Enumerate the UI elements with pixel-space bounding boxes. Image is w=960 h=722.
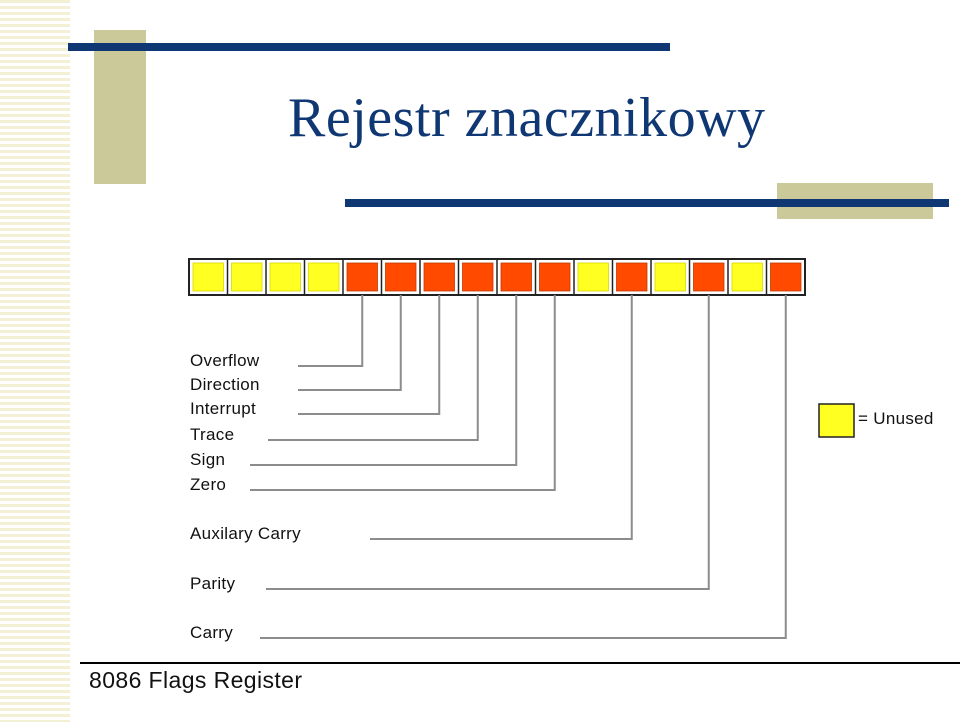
deco-line-top <box>68 43 670 51</box>
bit-cell-used <box>462 262 494 292</box>
bit-cell-unused <box>231 262 263 292</box>
bit-cell-unused <box>269 262 301 292</box>
bit-cell-used <box>423 262 455 292</box>
bit-cell-unused <box>192 262 224 292</box>
flag-label-overflow: Overflow <box>190 351 260 370</box>
bit-cell-used <box>346 262 378 292</box>
bit-cell-unused <box>654 262 686 292</box>
bit-cell-unused <box>731 262 763 292</box>
bit-cell-used <box>616 262 648 292</box>
deco-block-top-left <box>94 30 146 184</box>
flag-label-carry: Carry <box>190 623 233 642</box>
flag-label-parity: Parity <box>190 574 235 593</box>
register-bits <box>188 258 806 296</box>
bit-cell-used <box>500 262 532 292</box>
flag-label-trace: Trace <box>190 425 234 444</box>
flag-connectors <box>250 295 787 639</box>
legend-label: = Unused <box>858 409 934 428</box>
flag-label-sign: Sign <box>190 450 225 469</box>
legend: = Unused <box>818 403 934 438</box>
flag-label-zero: Zero <box>190 475 226 494</box>
deco-line-right <box>345 199 949 207</box>
bit-cell-used <box>385 262 417 292</box>
diagram-caption: 8086 Flags Register <box>89 667 303 693</box>
bit-cell-unused <box>577 262 609 292</box>
flag-label-auxilary-carry: Auxilary Carry <box>190 524 301 543</box>
caption-rule <box>80 662 960 664</box>
legend-swatch-unused <box>818 403 855 438</box>
connector-interrupt <box>298 295 441 415</box>
bit-cell-used <box>539 262 571 292</box>
connector-parity <box>266 295 710 590</box>
flag-label-direction: Direction <box>190 375 260 394</box>
flag-label-interrupt: Interrupt <box>190 399 256 418</box>
connector-auxilary-carry <box>370 295 633 540</box>
flag-labels: OverflowDirectionInterruptTraceSignZeroA… <box>190 351 301 642</box>
connector-direction <box>298 295 402 391</box>
bit-cell-unused <box>308 262 340 292</box>
connector-carry <box>260 295 787 639</box>
connector-overflow <box>298 295 364 367</box>
connector-sign <box>250 295 518 466</box>
slide-title: Rejestr znacznikowy <box>288 87 766 149</box>
connector-trace <box>268 295 479 441</box>
bit-cell-used <box>770 262 802 292</box>
striped-margin <box>0 0 70 722</box>
bit-cell-used <box>693 262 725 292</box>
connector-zero <box>250 295 556 491</box>
